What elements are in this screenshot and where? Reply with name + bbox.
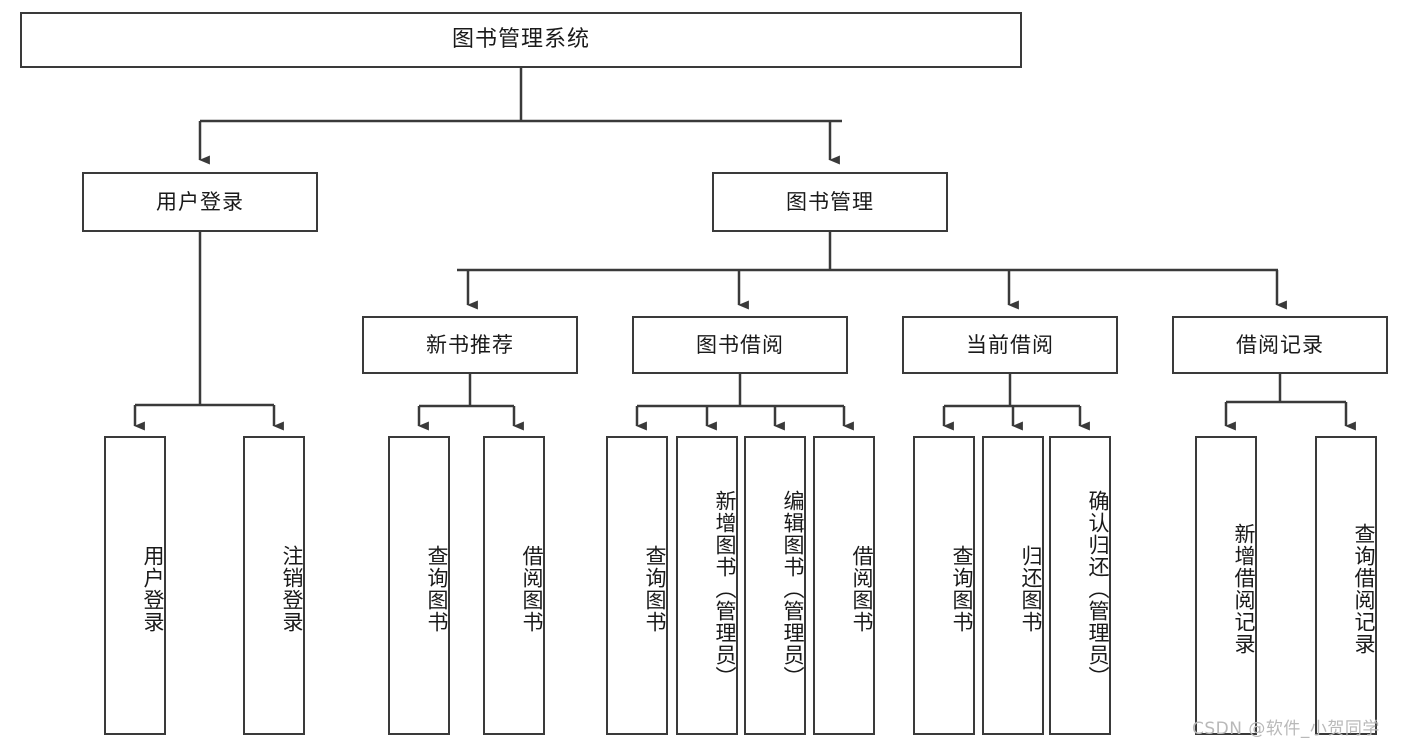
node-book-manage[interactable]: 图书管理: [712, 172, 948, 232]
node-label: 借阅记录: [1236, 332, 1324, 357]
node-leaf-query-book-2[interactable]: 查询图书: [606, 436, 668, 735]
node-label: 归还图书: [1019, 544, 1043, 633]
node-label: 图书管理系统: [451, 27, 590, 52]
node-leaf-query-book-3[interactable]: 查询图书: [913, 436, 975, 735]
node-leaf-query-book-1[interactable]: 查询图书: [388, 436, 450, 735]
node-leaf-user-login[interactable]: 用户登录: [104, 436, 166, 735]
node-user-login[interactable]: 用户登录: [82, 172, 318, 232]
node-leaf-borrow-book-1[interactable]: 借阅图书: [483, 436, 545, 735]
node-label: 新书推荐: [426, 332, 514, 357]
node-book-borrow[interactable]: 图书借阅: [632, 316, 848, 374]
node-current-borrow[interactable]: 当前借阅: [902, 316, 1118, 374]
node-leaf-query-borrow-record[interactable]: 查询借阅记录: [1315, 436, 1377, 735]
node-label: 新增图书（管理员）: [713, 489, 737, 688]
node-label: 用户登录: [141, 544, 165, 633]
node-label: 新增借阅记录: [1232, 522, 1256, 655]
node-leaf-borrow-book-2[interactable]: 借阅图书: [813, 436, 875, 735]
node-label: 注销登录: [280, 544, 304, 633]
node-leaf-add-borrow-record[interactable]: 新增借阅记录: [1195, 436, 1257, 735]
node-leaf-confirm-return[interactable]: 确认归还（管理员）: [1049, 436, 1111, 735]
node-leaf-edit-book[interactable]: 编辑图书（管理员）: [744, 436, 806, 735]
node-borrow-record[interactable]: 借阅记录: [1172, 316, 1388, 374]
node-root-system[interactable]: 图书管理系统: [20, 12, 1022, 68]
node-label: 借阅图书: [520, 544, 544, 633]
node-label: 图书管理: [786, 189, 874, 214]
node-label: 借阅图书: [850, 544, 874, 633]
node-leaf-add-book[interactable]: 新增图书（管理员）: [676, 436, 738, 735]
node-label: 编辑图书（管理员）: [781, 489, 805, 688]
node-label: 用户登录: [156, 189, 244, 214]
node-label: 图书借阅: [696, 332, 784, 357]
node-leaf-logout[interactable]: 注销登录: [243, 436, 305, 735]
node-new-book-recommend[interactable]: 新书推荐: [362, 316, 578, 374]
node-leaf-return-book[interactable]: 归还图书: [982, 436, 1044, 735]
node-label: 查询借阅记录: [1352, 522, 1376, 655]
node-label: 当前借阅: [966, 332, 1054, 357]
node-label: 查询图书: [643, 544, 667, 633]
node-label: 确认归还（管理员）: [1086, 489, 1110, 688]
node-label: 查询图书: [425, 544, 449, 633]
node-label: 查询图书: [950, 544, 974, 633]
